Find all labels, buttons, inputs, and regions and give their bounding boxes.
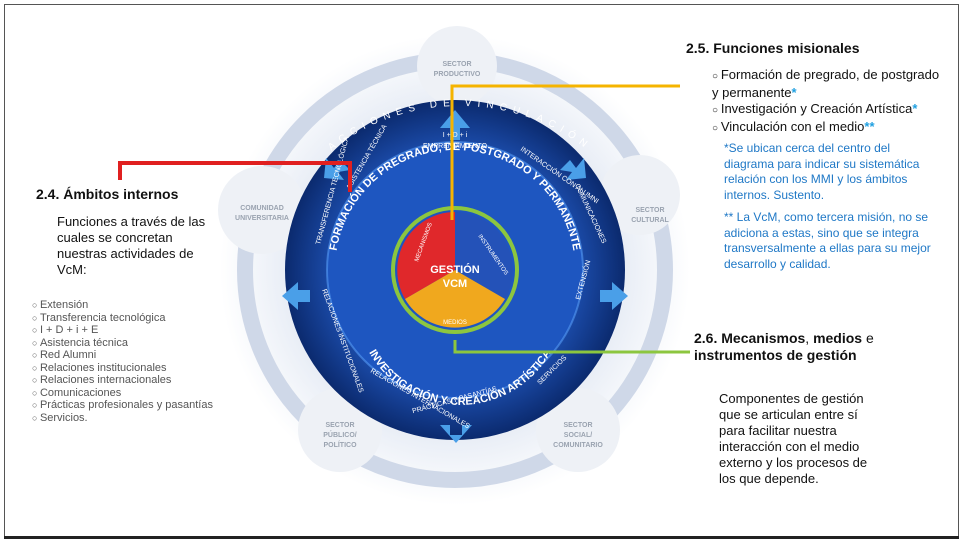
funciones-title: 2.5. Funciones misionales	[686, 40, 860, 56]
svg-text:COMUNIDAD: COMUNIDAD	[240, 205, 284, 212]
svg-text:CULTURAL: CULTURAL	[631, 217, 669, 224]
ambitos-title: 2.4. Ámbitos internos	[36, 186, 179, 202]
mmi-description: Componentes de gestión que se articulan …	[719, 391, 868, 486]
list-item: Investigación y Creación Artística*	[712, 101, 947, 119]
funciones-note-2: ** La VcM, como tercera misión, no se ad…	[724, 210, 931, 271]
list-item: Extensión	[32, 299, 217, 312]
list-item: Transferencia tecnológica	[32, 312, 217, 325]
svg-text:SECTOR: SECTOR	[325, 422, 354, 429]
svg-text:SOCIAL/: SOCIAL/	[564, 432, 592, 439]
red-connector	[118, 161, 352, 192]
svg-text:PRODUCTIVO: PRODUCTIVO	[434, 71, 481, 78]
list-item: Asistencia técnica	[32, 337, 217, 350]
mmi-ring	[391, 206, 519, 334]
svg-text:POLÍTICO: POLÍTICO	[323, 440, 357, 449]
svg-text:UNIVERSITARIA: UNIVERSITARIA	[235, 215, 289, 222]
funciones-note-1: *Se ubican cerca del centro del diagrama…	[724, 141, 920, 202]
svg-text:SECTOR: SECTOR	[635, 207, 664, 214]
svg-text:COMUNITARIO: COMUNITARIO	[553, 442, 603, 449]
list-item: Vinculación con el medio**	[712, 119, 947, 137]
mmi-title: 2.6. Mecanismos, medios e instrumentos d…	[694, 330, 874, 363]
ambito-idi: I + D + i	[443, 132, 468, 139]
list-item: I + D + i + E	[32, 324, 217, 337]
svg-text:SECTOR: SECTOR	[563, 422, 592, 429]
green-connector	[453, 340, 690, 354]
svg-text:SECTOR: SECTOR	[442, 61, 471, 68]
list-item: Red Alumni	[32, 349, 217, 362]
list-item: Relaciones internacionales	[32, 374, 217, 387]
ambito-emprendimiento: EMPRENDIMIENTO	[423, 143, 488, 150]
mmi-puzzle	[397, 212, 513, 328]
list-item: Relaciones institucionales	[32, 362, 217, 375]
list-item: Formación de pregrado, de postgrado y pe…	[712, 67, 947, 101]
list-item: Servicios.	[32, 412, 217, 425]
svg-text:PÚBLICO/: PÚBLICO/	[323, 430, 357, 439]
funciones-list: Formación de pregrado, de postgrado y pe…	[712, 67, 947, 137]
list-item: Comunicaciones	[32, 387, 217, 400]
label-medios: MEDIOS	[443, 320, 467, 326]
center-line-2: VCM	[443, 278, 467, 290]
ambitos-description: Funciones a través de las cuales se conc…	[57, 214, 206, 277]
ambitos-list: Extensión Transferencia tecnológica I + …	[32, 299, 217, 424]
sector-labels: SECTOR PRODUCTIVO SECTOR CULTURAL COMUNI…	[235, 61, 669, 449]
bottom-rule	[4, 536, 959, 539]
list-item: Prácticas profesionales y pasantías	[32, 399, 217, 412]
center-line-1: GESTIÓN	[430, 263, 480, 276]
yellow-connector	[450, 84, 680, 220]
